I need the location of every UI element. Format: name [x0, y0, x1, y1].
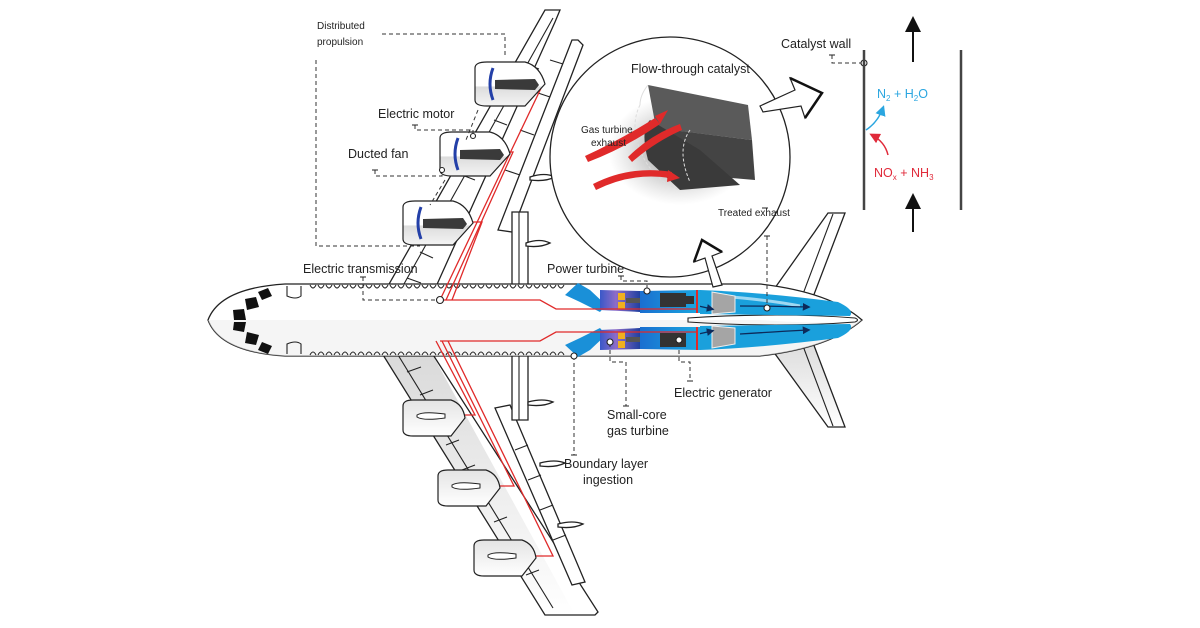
lower-engine-3	[473, 539, 537, 577]
cabin-window	[381, 284, 389, 289]
cabin-window	[517, 284, 525, 289]
label-boundary-layer-1: Boundary layer	[564, 457, 648, 471]
exhaust-flow	[693, 290, 852, 350]
cabin-window	[309, 284, 317, 289]
cabin-window	[429, 351, 437, 356]
labels: Distributed propulsion Electric motor Du…	[303, 21, 934, 487]
cabin-window	[413, 351, 421, 356]
cabin-window	[493, 351, 501, 356]
cabin-window	[421, 284, 429, 289]
cabin-window	[549, 351, 557, 356]
cabin-window	[381, 351, 389, 356]
label-gas-turbine-exhaust-2: exhaust	[591, 138, 626, 149]
cabin-window	[389, 284, 397, 289]
cabin-window	[485, 351, 493, 356]
zoom-arrows	[692, 76, 824, 288]
upper-engine-3	[402, 200, 474, 246]
cabin-window	[541, 351, 549, 356]
label-electric-transmission: Electric transmission	[303, 262, 418, 276]
cabin-window	[437, 284, 445, 289]
cabin-window	[341, 351, 349, 356]
callout-ends	[360, 54, 835, 456]
lower-engine-2	[437, 469, 501, 507]
cabin-window	[317, 351, 325, 356]
cabin-window	[445, 351, 453, 356]
cabin-window	[557, 284, 565, 289]
cabin-window	[373, 351, 381, 356]
cabin-window	[461, 351, 469, 356]
cabin-window	[549, 284, 557, 289]
cabin-window	[333, 351, 341, 356]
cabin-window	[477, 351, 485, 356]
catalyst-wall-panel	[862, 16, 963, 232]
cabin-window	[501, 284, 509, 289]
cabin-window	[389, 351, 397, 356]
label-electric-generator: Electric generator	[674, 386, 772, 400]
cabin-window	[317, 284, 325, 289]
cabin-window	[541, 284, 549, 289]
window-row-bottom	[309, 351, 565, 356]
cabin-window	[509, 284, 517, 289]
cabin-window	[525, 351, 533, 356]
cabin-window	[477, 284, 485, 289]
cabin-window	[413, 284, 421, 289]
cabin-window	[461, 284, 469, 289]
catalyst-zoom-circle	[549, 36, 791, 278]
lower-engine-1	[402, 399, 466, 437]
cabin-window	[485, 284, 493, 289]
label-power-turbine: Power turbine	[547, 262, 624, 276]
label-gas-turbine-exhaust-1: Gas turbine	[581, 125, 633, 136]
cockpit-windows	[233, 288, 272, 354]
cabin-window	[349, 284, 357, 289]
window-row-top	[309, 284, 565, 289]
cabin-window	[397, 351, 405, 356]
cabin-window	[517, 351, 525, 356]
cabin-window	[525, 284, 533, 289]
label-small-core-2: gas turbine	[607, 424, 669, 438]
cabin-window	[325, 351, 333, 356]
label-reactants: NOx + NH3	[874, 166, 934, 182]
cabin-window	[469, 284, 477, 289]
cabin-window	[429, 284, 437, 289]
label-distributed-propulsion-2: propulsion	[317, 37, 363, 48]
cabin-window	[349, 351, 357, 356]
cabin-window	[533, 351, 541, 356]
label-catalyst-wall: Catalyst wall	[781, 37, 851, 51]
cabin-window	[397, 284, 405, 289]
label-electric-motor: Electric motor	[378, 107, 454, 121]
cabin-window	[405, 351, 413, 356]
cabin-window	[493, 284, 501, 289]
cabin-window	[373, 284, 381, 289]
upper-engine-1	[474, 61, 546, 107]
cabin-window	[341, 284, 349, 289]
cabin-window	[557, 351, 565, 356]
cabin-window	[357, 351, 365, 356]
cabin-window	[405, 284, 413, 289]
exhaust-flow-arrows	[585, 110, 682, 190]
cabin-window	[533, 284, 541, 289]
cabin-window	[469, 351, 477, 356]
cabin-window	[309, 351, 317, 356]
label-products: N2 + H2O	[877, 87, 928, 103]
cabin-window	[365, 284, 373, 289]
cabin-window	[365, 351, 373, 356]
cabin-window	[501, 351, 509, 356]
cabin-window	[509, 351, 517, 356]
cabin-window	[325, 284, 333, 289]
label-treated-exhaust: Treated exhaust	[718, 208, 790, 219]
label-flow-through-catalyst: Flow-through catalyst	[631, 62, 750, 76]
label-small-core-1: Small-core	[607, 408, 667, 422]
label-distributed-propulsion-1: Distributed	[317, 21, 365, 32]
label-ducted-fan: Ducted fan	[348, 147, 409, 161]
cabin-window	[421, 351, 429, 356]
cabin-window	[333, 284, 341, 289]
upper-engine-2	[439, 131, 511, 177]
label-boundary-layer-2: ingestion	[583, 473, 633, 487]
